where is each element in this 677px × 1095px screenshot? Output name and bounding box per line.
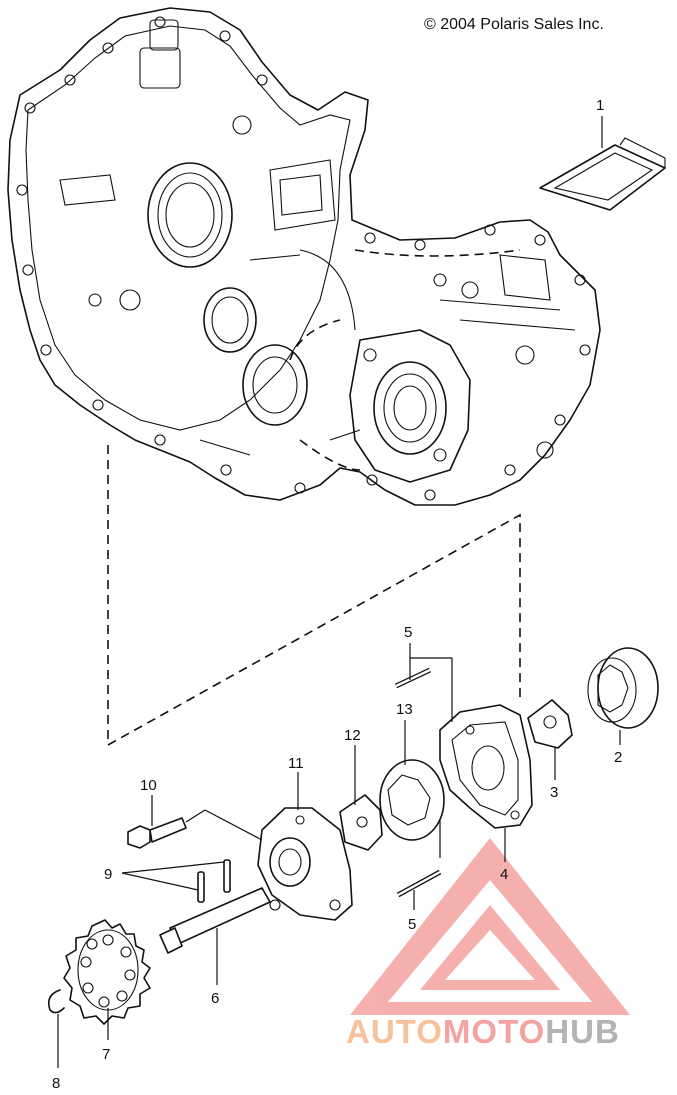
callout-6: 6 xyxy=(211,990,219,1007)
part-2-outer-rotor xyxy=(587,647,659,729)
watermark-auto: AUTO xyxy=(346,1013,443,1050)
callout-9: 9 xyxy=(104,866,112,883)
part-11-pump-cover xyxy=(257,807,353,921)
part-6-shaft xyxy=(159,887,271,954)
part-13-outer-rotor xyxy=(379,759,445,841)
callout-1: 1 xyxy=(596,97,604,114)
callout-2: 2 xyxy=(614,749,622,766)
watermark-brand-text: AUTOMOTOHUB xyxy=(346,1013,620,1051)
callout-13: 13 xyxy=(396,701,413,718)
part-8-circlip xyxy=(47,989,65,1014)
callout-3: 3 xyxy=(550,784,558,801)
part-5-pin-upper xyxy=(394,667,432,689)
part-9-pins xyxy=(197,859,231,903)
watermark-moto: MOTO xyxy=(442,1013,546,1050)
part-10-bolt xyxy=(127,817,187,849)
callout-7: 7 xyxy=(102,1046,110,1063)
part-12-inner-rotor xyxy=(339,794,383,851)
callout-5-upper: 5 xyxy=(404,624,412,641)
callout-4: 4 xyxy=(500,866,508,883)
copyright-text: © 2004 Polaris Sales Inc. xyxy=(424,16,604,33)
callout-12: 12 xyxy=(344,727,361,744)
callout-numbers: 1 2 3 4 5 5 6 7 8 9 10 11 12 13 xyxy=(52,97,622,1092)
watermark-logo-icon xyxy=(350,838,630,1015)
callout-5-lower: 5 xyxy=(408,916,416,933)
part-4-pump-body xyxy=(439,704,533,829)
callout-8: 8 xyxy=(52,1075,60,1092)
watermark-hub: HUB xyxy=(545,1013,620,1050)
part-5-pin-lower xyxy=(396,869,442,898)
part-7-gear xyxy=(63,919,151,1025)
callout-10: 10 xyxy=(140,777,157,794)
part-1-screen xyxy=(539,137,666,211)
part-3-inner-rotor xyxy=(527,699,573,749)
explosion-lines xyxy=(107,445,521,747)
crankcase-drawing xyxy=(7,7,601,506)
callout-11: 11 xyxy=(288,755,304,772)
